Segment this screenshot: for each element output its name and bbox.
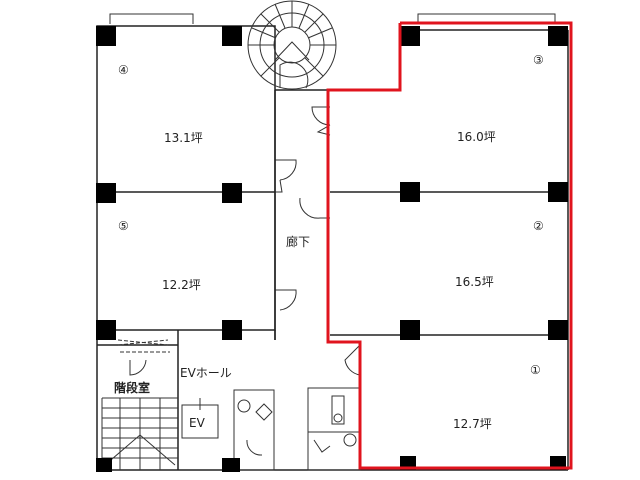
stairwell-label: 階段室 <box>114 380 150 395</box>
columns <box>96 26 568 472</box>
restrooms <box>233 387 361 471</box>
spiral-staircase <box>247 0 337 90</box>
elevator-label: EV <box>189 416 206 430</box>
unit-3-area: 16.0坪 <box>457 130 496 144</box>
balcony-left <box>109 13 194 24</box>
unit-2-area: 16.5坪 <box>455 275 494 289</box>
stairwell-graphic <box>101 339 178 470</box>
balcony-right <box>417 13 556 22</box>
unit-4-number: ④ <box>118 63 129 77</box>
unit-5-number: ⑤ <box>118 219 129 233</box>
unit-4-area: 13.1坪 <box>164 131 203 145</box>
unit-3-number: ③ <box>533 53 544 67</box>
unit-1-number: ① <box>530 363 541 377</box>
right-block-walls <box>330 29 569 470</box>
unit-1-area: 12.7坪 <box>453 417 492 431</box>
doors <box>129 106 361 376</box>
available-units-highlight <box>326 21 573 470</box>
unit-2-number: ② <box>533 219 544 233</box>
corridor-label: 廊下 <box>286 234 310 249</box>
ev-hall-label: EVホール <box>180 366 232 380</box>
unit-5-area: 12.2坪 <box>162 278 201 292</box>
